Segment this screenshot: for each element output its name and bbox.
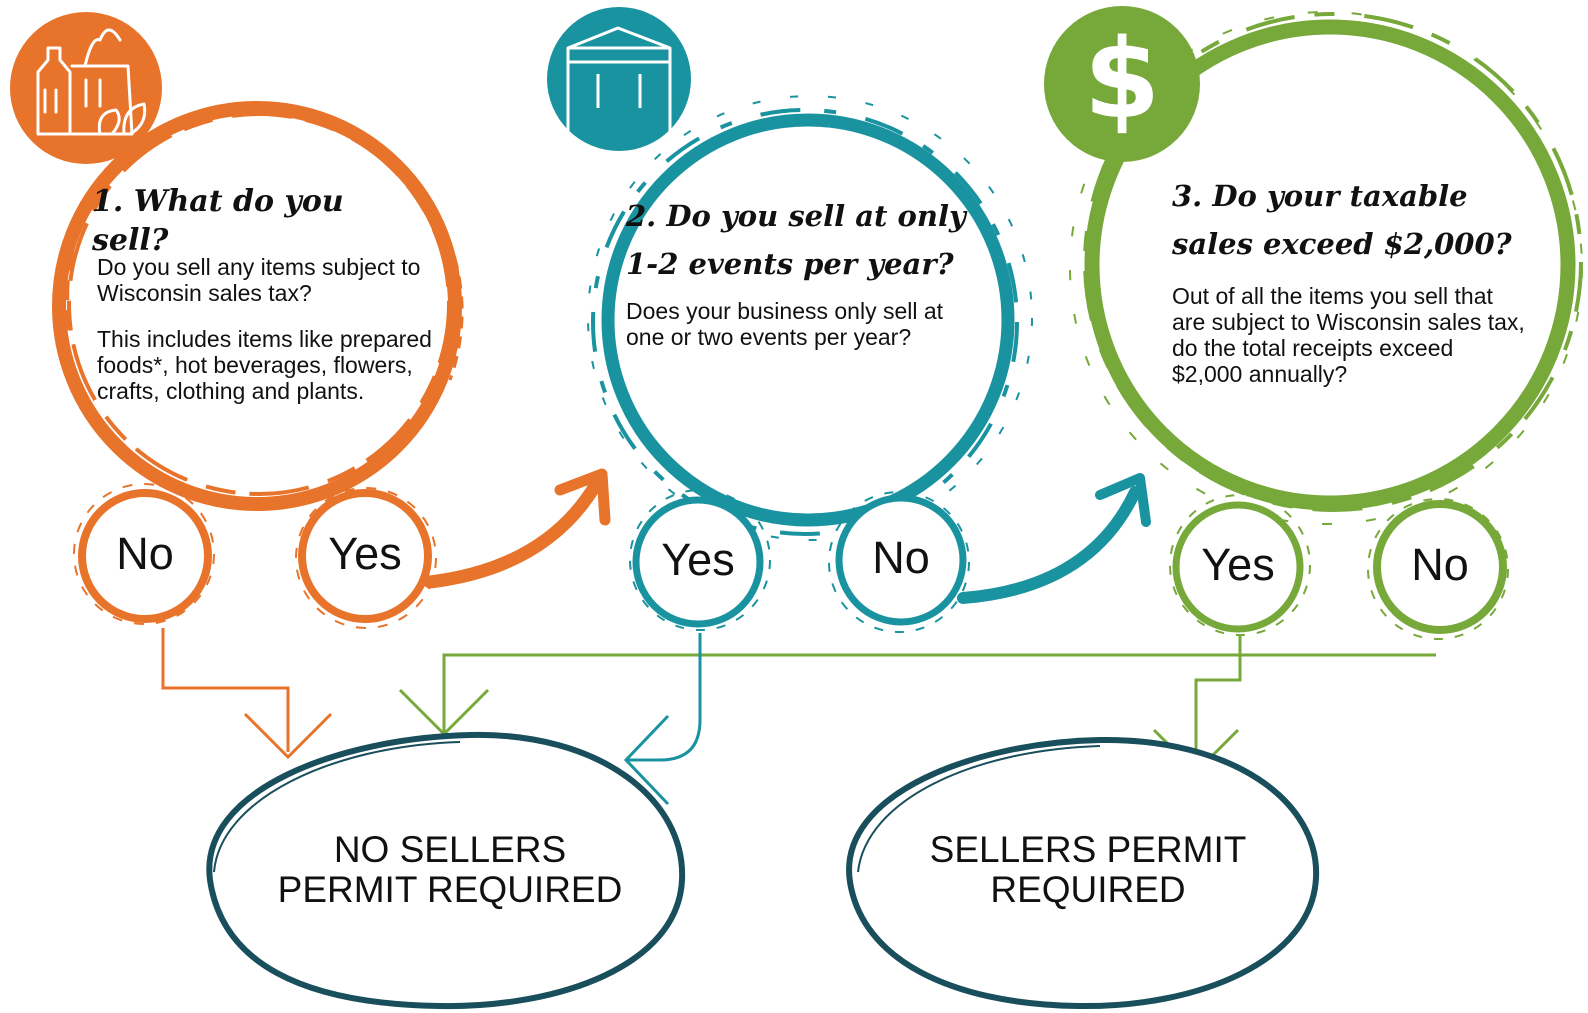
outcome-no-permit-line-2: PERMIT REQUIRED — [277, 869, 623, 910]
dollar-sign-icon: $ — [1083, 15, 1161, 143]
step-3-heading: 3. Do your taxable sales exceed $2,000? — [1172, 172, 1532, 268]
step-3-body: Out of all the items you sell that are s… — [1172, 283, 1527, 407]
outcome-permit-line-2: REQUIRED — [990, 869, 1186, 910]
step-1-question: Do you sell any items subject to Wiscons… — [97, 254, 421, 306]
step-2-answer-yes: Yes — [661, 534, 735, 585]
outcome-no-permit-label: NO SELLERS PERMIT REQUIRED — [250, 830, 650, 910]
step-1-examples: This includes items like prepared foods*… — [97, 326, 432, 404]
connector-lines — [161, 628, 1436, 806]
no-to-step-3-arrow — [957, 473, 1151, 604]
step-3-question: Out of all the items you sell that are s… — [1172, 283, 1525, 387]
market-tent-icon — [566, 26, 672, 150]
step-3-answer-yes: Yes — [1201, 539, 1275, 590]
step-2-icon-badge — [547, 7, 691, 151]
step-1-answer-yes: Yes — [328, 528, 402, 579]
step-2-heading: 2. Do you sell at only 1-2 events per ye… — [626, 192, 966, 288]
step-1-answer-no: No — [116, 528, 174, 579]
answer-circles — [73, 483, 1509, 640]
outcome-no-permit-oval — [206, 731, 686, 1010]
yes-to-step-2-arrow — [423, 468, 611, 589]
step-3-icon-badge — [1044, 6, 1200, 162]
step-3-circle — [1069, 11, 1583, 525]
step-2-body: Does your business only sell at one or t… — [626, 298, 956, 370]
step-1-icon-badge — [10, 12, 162, 164]
step-1-circle — [52, 101, 464, 511]
step-2-circle — [587, 95, 1033, 541]
step-1-heading-line: 1. What do you sell? — [92, 184, 344, 258]
outcome-permit-oval — [846, 736, 1320, 1010]
step-2-question: Does your business only sell at one or t… — [626, 298, 944, 350]
step-3-answer-no: No — [1411, 539, 1469, 590]
step-2-heading-line-2: 1-2 events per year? — [626, 247, 954, 281]
outcome-no-permit-line-1: NO SELLERS — [333, 829, 567, 870]
outcome-permit-line-1: SELLERS PERMIT — [929, 829, 1247, 870]
step-2-answer-no: No — [872, 532, 930, 583]
step-3-heading-line-1: 3. Do your taxable — [1172, 179, 1468, 213]
step-2-heading-line-1: 2. Do you sell at only — [626, 199, 966, 233]
outcome-permit-label: SELLERS PERMIT REQUIRED — [888, 830, 1288, 910]
step-1-heading: 1. What do you sell? — [92, 182, 422, 260]
step-1-body: Do you sell any items subject to Wiscons… — [97, 254, 432, 424]
step-3-heading-line-2: sales exceed $2,000? — [1172, 227, 1512, 261]
grocery-bag-icon — [36, 28, 147, 136]
